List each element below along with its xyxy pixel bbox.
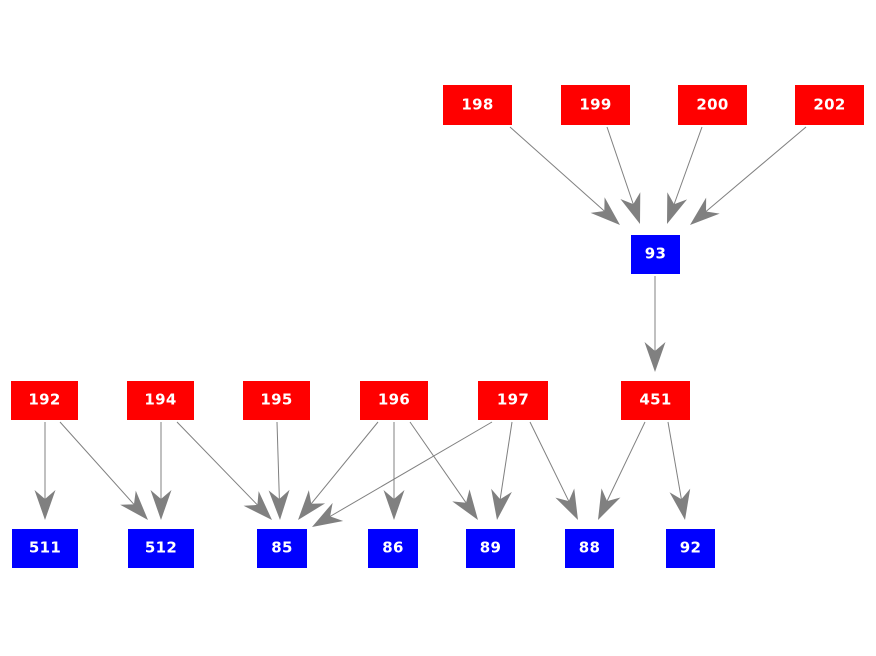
edge-93-to-451	[644, 276, 666, 372]
edge-line	[606, 126, 635, 207]
graph-node-192[interactable]: 192	[11, 381, 78, 420]
edge-line	[409, 421, 468, 506]
edge-196-to-89	[409, 421, 478, 520]
graph-node-label: 89	[479, 538, 502, 557]
edge-line	[605, 421, 646, 504]
edge-197-to-89	[491, 421, 513, 520]
graph-node-198[interactable]: 198	[443, 85, 512, 125]
edge-line	[176, 421, 260, 507]
arrowhead-icon	[150, 490, 172, 520]
graph-node-label: 196	[377, 390, 411, 409]
edge-192-to-511	[34, 422, 56, 520]
arrowhead-icon	[590, 197, 620, 225]
graph-node-label: 93	[644, 244, 667, 263]
graph-node-89[interactable]: 89	[466, 529, 515, 568]
arrowhead-icon	[669, 488, 691, 520]
graph-node-label: 199	[579, 95, 612, 113]
edge-192-to-512	[59, 421, 148, 520]
arrowhead-icon	[555, 488, 578, 520]
edge-194-to-85	[176, 421, 272, 520]
edge-197-to-88	[529, 421, 578, 520]
graph-node-194[interactable]: 194	[127, 381, 194, 420]
graph-node-92[interactable]: 92	[666, 529, 715, 568]
graph-node-label: 511	[28, 538, 62, 557]
graph-node-200[interactable]: 200	[678, 85, 747, 125]
arrowhead-icon	[312, 502, 344, 527]
edge-line	[276, 421, 280, 502]
edge-line	[509, 126, 607, 214]
graph-node-451[interactable]: 451	[621, 381, 690, 420]
graph-node-label: 451	[639, 390, 672, 409]
edge-line	[327, 421, 493, 519]
arrowhead-icon	[667, 192, 688, 224]
graph-node-199[interactable]: 199	[561, 85, 630, 125]
graph-node-86[interactable]: 86	[368, 529, 418, 568]
arrowhead-icon	[298, 490, 326, 520]
edge-line	[529, 421, 571, 504]
graph-node-label: 195	[260, 390, 293, 409]
graph-node-label: 88	[578, 538, 601, 557]
edge-line	[59, 421, 136, 507]
arrowhead-icon	[383, 490, 405, 520]
edge-197-to-85	[312, 421, 493, 527]
graph-node-512[interactable]: 512	[128, 529, 194, 568]
graph-node-label: 85	[271, 538, 293, 557]
edge-451-to-92	[667, 421, 691, 520]
graph-node-93[interactable]: 93	[631, 235, 680, 274]
edge-451-to-88	[598, 421, 646, 520]
edge-195-to-85	[268, 421, 290, 520]
graph-node-label: 202	[813, 95, 846, 113]
graph-node-label: 512	[144, 538, 178, 557]
edge-199-to-93	[606, 126, 641, 224]
arrowhead-icon	[620, 192, 641, 224]
graph-node-88[interactable]: 88	[565, 529, 614, 568]
graph-node-85[interactable]: 85	[257, 529, 307, 568]
graph-node-195[interactable]: 195	[243, 381, 310, 420]
arrowhead-icon	[452, 489, 478, 520]
edge-line	[667, 421, 683, 502]
graph-node-label: 198	[461, 95, 494, 113]
graph-node-511[interactable]: 511	[12, 529, 78, 568]
arrowhead-icon	[268, 489, 290, 520]
graph-node-label: 194	[144, 390, 177, 409]
edge-198-to-93	[509, 126, 620, 225]
arrowhead-icon	[644, 342, 666, 372]
edge-200-to-93	[667, 126, 703, 224]
graph-node-label: 192	[28, 390, 61, 409]
graph-node-202[interactable]: 202	[795, 85, 864, 125]
edge-line	[703, 126, 807, 214]
edge-line	[672, 126, 703, 207]
edge-line	[309, 421, 379, 506]
graph-node-label: 86	[382, 538, 404, 557]
edge-202-to-93	[690, 126, 807, 225]
arrowhead-icon	[243, 491, 272, 520]
edge-line	[499, 421, 513, 502]
edge-196-to-85	[298, 421, 379, 520]
arrowhead-icon	[491, 488, 512, 520]
edge-194-to-512	[150, 422, 172, 520]
edge-196-to-86	[383, 422, 405, 520]
graph-node-label: 197	[496, 390, 530, 409]
arrowhead-icon	[120, 490, 148, 520]
arrowhead-icon	[34, 490, 56, 520]
graph-node-197[interactable]: 197	[478, 381, 548, 420]
graph-node-label: 200	[696, 95, 729, 113]
graph-node-196[interactable]: 196	[360, 381, 428, 420]
arrowhead-icon	[598, 488, 621, 520]
graph-node-label: 92	[679, 538, 702, 557]
arrowhead-icon	[690, 197, 720, 225]
